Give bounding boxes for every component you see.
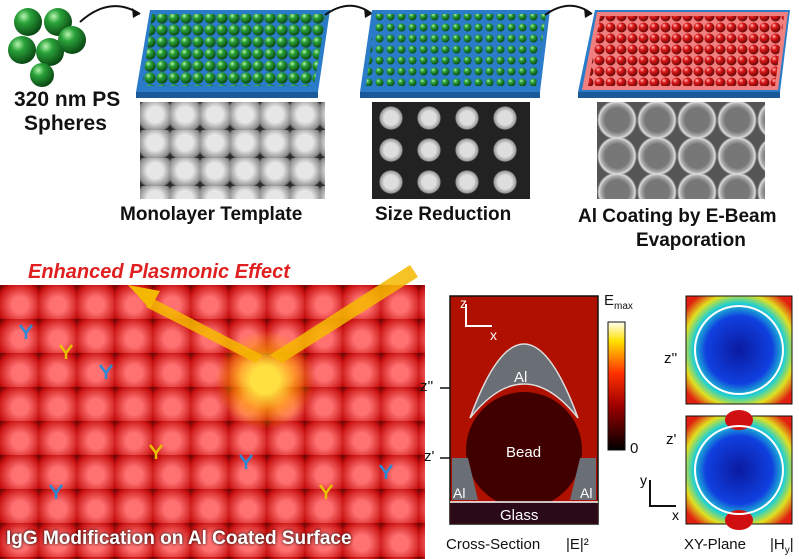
cross-section-map bbox=[449, 295, 599, 525]
xy-quantity-text: |H bbox=[770, 536, 785, 553]
xy-level-z1-label: z' bbox=[666, 431, 677, 448]
sem-image-monolayer bbox=[140, 102, 325, 199]
axis-z-x-icon bbox=[465, 304, 492, 327]
surface-label: IgG Modification on Al Coated Surface bbox=[6, 528, 352, 549]
emitted-light-arrow bbox=[146, 297, 262, 363]
cross-section-caption: Cross-Section bbox=[446, 536, 541, 553]
step-label-monolayer: Monolayer Template bbox=[120, 204, 303, 225]
ps-spheres-label-2: Spheres bbox=[24, 112, 107, 135]
step-label-al-coating-2: Evaporation bbox=[636, 230, 746, 251]
al-left bbox=[452, 458, 478, 500]
reduced-substrate bbox=[360, 10, 550, 98]
cross-section-quantity: |E|² bbox=[566, 536, 589, 553]
sem-image-al-coating bbox=[597, 102, 765, 199]
step-label-size-reduction: Size Reduction bbox=[375, 204, 512, 225]
al-cap bbox=[469, 343, 579, 419]
monolayer-substrate bbox=[136, 10, 330, 98]
xy-axis-x-label: x bbox=[672, 507, 679, 523]
colorbar bbox=[607, 321, 626, 451]
axis-x-label: x bbox=[490, 327, 497, 343]
xy-plane-caption: XY-Plane bbox=[684, 536, 746, 553]
sem-image-size-reduction bbox=[372, 102, 530, 199]
arrow-head-icon bbox=[132, 8, 140, 18]
xy-level-z2-label: z'' bbox=[664, 350, 678, 367]
simulation-panels: z x Al Bead Al Al Glass y x bbox=[440, 295, 793, 530]
xy-quantity-end: | bbox=[789, 536, 794, 553]
level-z2-label: z'' bbox=[420, 378, 434, 395]
xy-map-z2 bbox=[685, 295, 793, 405]
fabrication-schematic bbox=[8, 4, 790, 98]
axis-z-label: z bbox=[460, 295, 467, 311]
colorbar-min-label: 0 bbox=[630, 440, 639, 457]
emitted-light-arrow-head bbox=[128, 285, 160, 309]
arrow-head-icon bbox=[584, 8, 592, 18]
al-coated-substrate bbox=[578, 10, 790, 98]
colorbar-max-text: E bbox=[604, 292, 615, 309]
bead-label: Bead bbox=[506, 444, 541, 461]
xy-quantity-subscript: y bbox=[784, 545, 790, 556]
arrow-icon bbox=[79, 5, 141, 23]
surface-overlay bbox=[19, 265, 418, 499]
al-right-label: Al bbox=[580, 485, 592, 501]
colorbar-max-label: Emax bbox=[604, 292, 633, 312]
xy-axis-y-label: y bbox=[640, 472, 647, 488]
ps-spheres-label-1: 320 nm PS bbox=[14, 88, 121, 111]
xy-map-z1 bbox=[685, 410, 793, 530]
colorbar-max-subscript: max bbox=[614, 301, 633, 312]
step-label-al-coating-1: Al Coating by E-Beam bbox=[578, 206, 777, 227]
enhanced-plasmonic-effect-label: Enhanced Plasmonic Effect bbox=[28, 261, 290, 283]
al-top-label: Al bbox=[514, 369, 527, 386]
level-z1-label: z' bbox=[424, 448, 435, 465]
al-right bbox=[570, 458, 596, 500]
glass bbox=[451, 502, 597, 523]
ps-spheres-cluster bbox=[8, 8, 86, 87]
incident-light-beam bbox=[270, 265, 418, 363]
al-left-label: Al bbox=[453, 485, 465, 501]
glass-label: Glass bbox=[500, 507, 538, 524]
xy-plane-quantity: |Hy| bbox=[770, 536, 794, 556]
igg-antibodies bbox=[19, 324, 393, 499]
arrow-head-icon bbox=[364, 8, 372, 18]
axis-y-x-icon bbox=[649, 480, 676, 507]
